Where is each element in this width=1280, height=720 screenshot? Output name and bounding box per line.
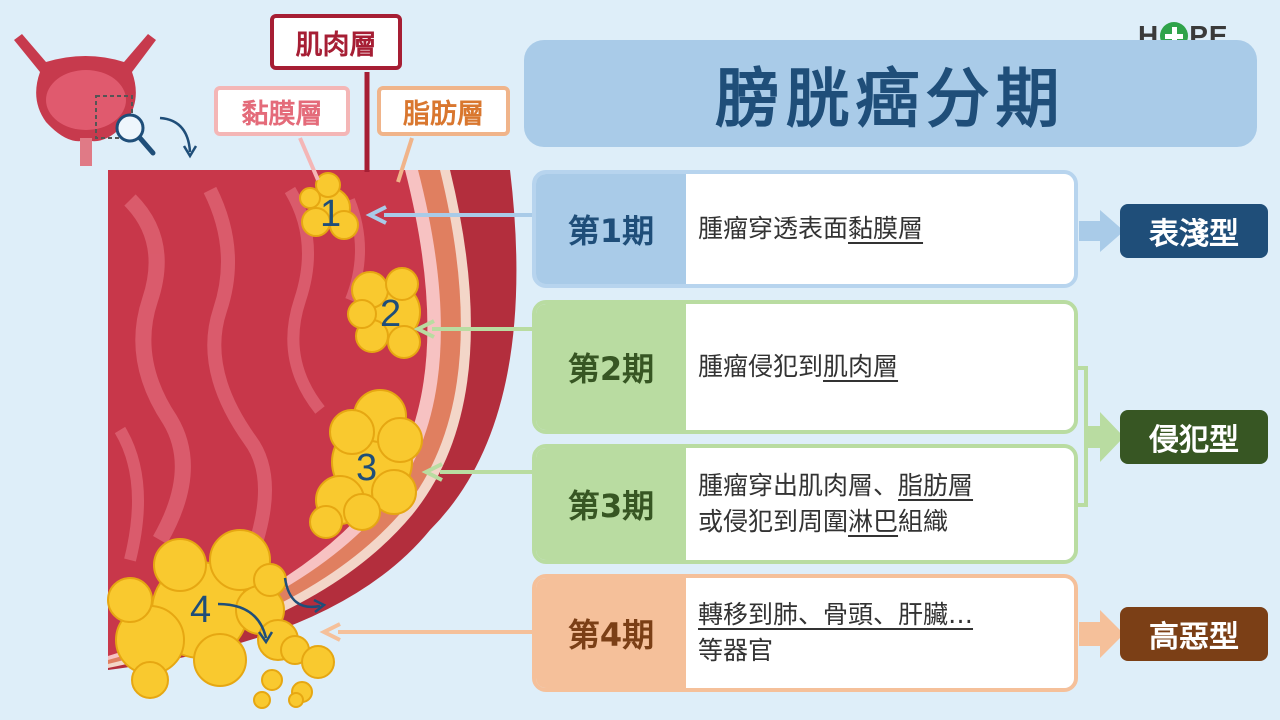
stage-3-line-1: 腫瘤穿出肌肉層、脂肪層 — [698, 468, 1074, 504]
description-text: 或侵犯到周圍 — [698, 507, 849, 536]
magnifier-icon — [115, 113, 156, 156]
stage2-pointer-arrow — [413, 319, 534, 339]
underlined-text: 黏膜層 — [848, 214, 924, 243]
stage-3-description: 腫瘤穿出肌肉層、脂肪層 或侵犯到周圍淋巴組織 — [686, 448, 1074, 560]
underlined-text: 肌肉層 — [823, 352, 899, 381]
arrow-to-malignant — [1079, 610, 1124, 658]
tumor-number-3: 3 — [356, 447, 377, 489]
curved-arrow-icon — [159, 116, 192, 153]
description-text: 腫瘤侵犯到 — [698, 352, 824, 381]
type-malignant: 高惡型 — [1120, 607, 1268, 661]
stage-3-line-2: 或侵犯到周圍淋巴組織 — [698, 504, 1074, 540]
stage-2-description: 腫瘤侵犯到肌肉層 — [686, 304, 1074, 430]
stage-row-3: 第3期 腫瘤穿出肌肉層、脂肪層 或侵犯到周圍淋巴組織 — [532, 444, 1078, 564]
label-muscle-layer: 肌肉層 — [270, 14, 402, 70]
arrow-to-superficial — [1079, 210, 1124, 252]
description-text: 腫瘤穿透表面 — [698, 214, 849, 243]
arrow-to-invasive — [1086, 412, 1124, 462]
stage3-pointer-arrow — [421, 462, 534, 482]
description-text: 組織 — [898, 507, 949, 536]
tumor-3 — [309, 389, 423, 539]
stage-4-description: 轉移到肺、骨頭、肝臟… 等器官 — [686, 578, 1074, 688]
tumor-number-4: 4 — [190, 589, 211, 631]
spread-arrow-icon — [283, 577, 321, 609]
stage1-pointer-arrow — [365, 205, 534, 225]
stage-row-4: 第4期 轉移到肺、骨頭、肝臟… 等器官 — [532, 574, 1078, 692]
bladder-icon — [14, 34, 156, 166]
type-invasive: 侵犯型 — [1120, 410, 1268, 464]
tumor-number-2: 2 — [380, 293, 401, 335]
description-text: 等器官 — [698, 636, 774, 665]
underlined-text: 轉移到肺、骨頭、肝臟… — [698, 600, 974, 629]
page-title: 膀胱癌分期 — [715, 62, 1066, 137]
label-fat-layer: 脂肪層 — [377, 86, 510, 136]
tumor-4 — [107, 529, 335, 709]
stage-2-line-1: 腫瘤侵犯到肌肉層 — [698, 349, 1074, 385]
tumor-2 — [347, 267, 421, 359]
stage-row-2: 第2期 腫瘤侵犯到肌肉層 — [532, 300, 1078, 434]
stage-1-label: 第1期 — [536, 174, 686, 284]
stage-3-label: 第3期 — [536, 448, 686, 560]
type-superficial: 表淺型 — [1120, 204, 1268, 258]
stage-4-label: 第4期 — [536, 578, 686, 688]
stage-4-line-1: 轉移到肺、骨頭、肝臟… — [698, 597, 1074, 633]
stage-1-line-1: 腫瘤穿透表面黏膜層 — [698, 211, 1074, 247]
stage-row-1: 第1期 腫瘤穿透表面黏膜層 — [532, 170, 1078, 288]
stage-4-line-2: 等器官 — [698, 633, 1074, 669]
tumor-number-1: 1 — [320, 193, 341, 235]
stage-1-description: 腫瘤穿透表面黏膜層 — [686, 174, 1074, 284]
title-banner: 膀胱癌分期 — [524, 40, 1257, 147]
label-mucosa-layer: 黏膜層 — [214, 86, 350, 136]
stage-2-label: 第2期 — [536, 304, 686, 430]
tumor-1 — [299, 172, 359, 240]
spread-arrow-icon — [217, 602, 268, 639]
underlined-text: 淋巴 — [848, 507, 899, 536]
underlined-text: 脂肪層 — [898, 471, 974, 500]
description-text: 腫瘤穿出肌肉層、 — [698, 471, 899, 500]
stage4-pointer-arrow — [319, 622, 534, 642]
